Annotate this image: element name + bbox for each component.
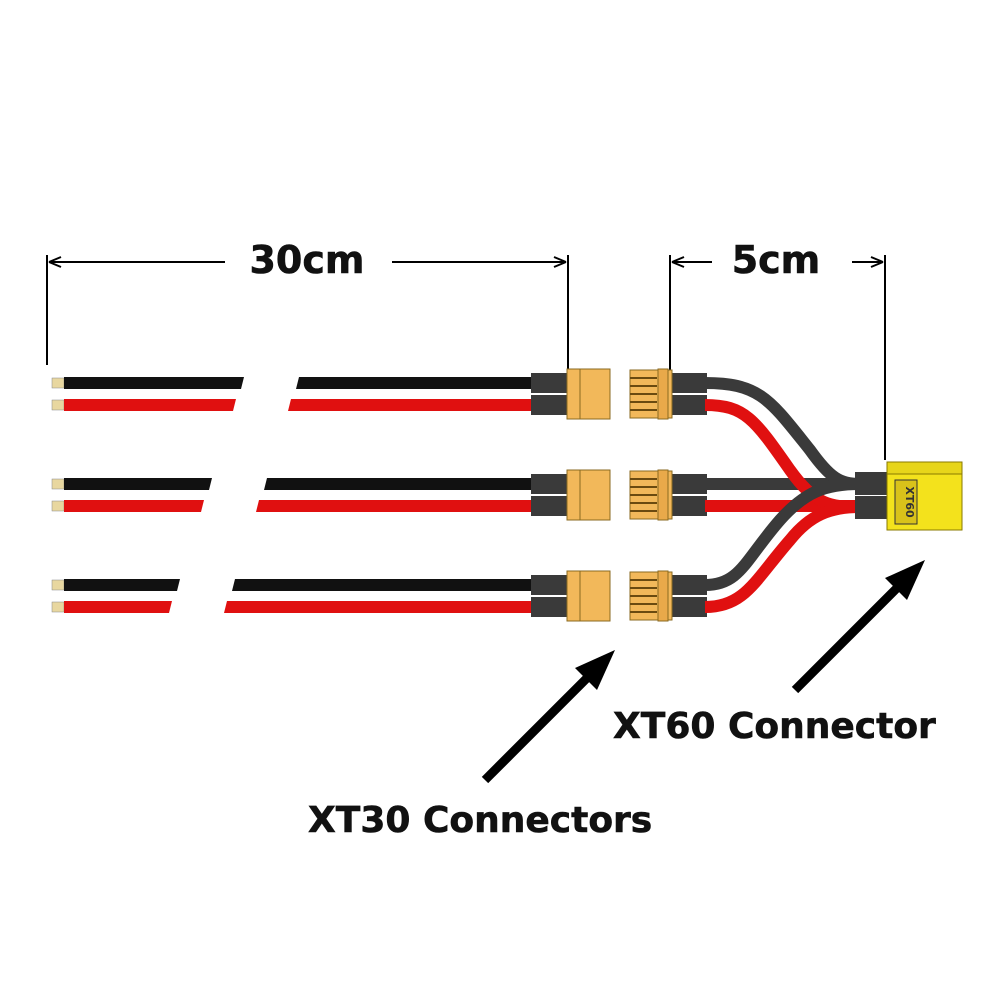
heatshrink — [531, 373, 569, 393]
wire-segment — [288, 399, 535, 411]
xt60-callout-label: XT60 Connector — [613, 706, 936, 747]
heatshrink — [531, 395, 569, 415]
heatshrink — [672, 597, 707, 617]
dimension-5cm-label: 5cm — [732, 238, 821, 282]
heatshrink — [531, 474, 569, 494]
xt30-female-connector — [629, 469, 673, 521]
lead-2 — [51, 469, 707, 521]
xt30-male-connector — [566, 469, 611, 521]
xt30-callout-label: XT30 Connectors — [308, 800, 652, 841]
xt60-marking: XT60 — [903, 486, 916, 518]
lead-3 — [51, 570, 707, 622]
wire-pin — [51, 601, 65, 613]
y-splitter-harness — [704, 377, 890, 613]
xt30-female-connector — [629, 570, 673, 622]
wire-segment — [64, 601, 172, 613]
wire-segment — [64, 377, 244, 389]
wire-pin — [51, 399, 65, 411]
wire-segment — [264, 478, 535, 490]
xt30-male-connector — [566, 570, 611, 622]
heatshrink — [672, 474, 707, 494]
wire-pin — [51, 500, 65, 512]
wire-segment — [64, 399, 236, 411]
wire-segment — [296, 377, 535, 389]
xt30-callout-arrow — [481, 650, 615, 784]
wire-segment — [64, 579, 180, 591]
dimension-30cm: 30cm — [46, 238, 569, 370]
wire-pin — [51, 579, 65, 591]
xt30-male-connector — [566, 368, 611, 420]
wire-pin — [51, 478, 65, 490]
wire-segment — [232, 579, 535, 591]
xt30-female-connector — [629, 368, 673, 420]
heatshrink — [672, 373, 707, 393]
wire-segment — [64, 478, 212, 490]
xt60-connector: XT60 — [886, 461, 963, 531]
heatshrink — [672, 496, 707, 516]
wire-segment — [64, 500, 204, 512]
heatshrink — [531, 496, 569, 516]
lead-1 — [51, 368, 707, 420]
heatshrink — [531, 575, 569, 595]
heatshrink — [531, 597, 569, 617]
dimension-30cm-label: 30cm — [249, 238, 364, 282]
heatshrink — [672, 395, 707, 415]
wire-segment — [256, 500, 535, 512]
wire-segment — [224, 601, 535, 613]
dimension-5cm: 5cm — [669, 238, 886, 460]
xt60-callout-arrow — [791, 560, 925, 694]
wire-pin — [51, 377, 65, 389]
heatshrink — [672, 575, 707, 595]
